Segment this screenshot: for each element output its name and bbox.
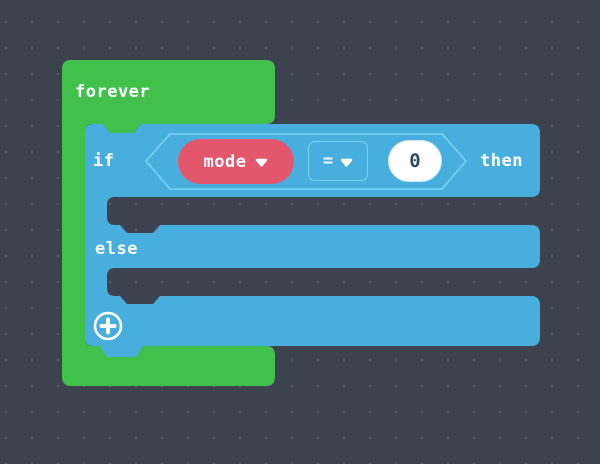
- forever-block-shape[interactable]: [62, 60, 275, 386]
- plus-in-circle-icon: [93, 311, 123, 341]
- if-label: if: [93, 151, 115, 171]
- else-label: else: [95, 239, 138, 259]
- dropdown-caret-icon: [255, 158, 268, 167]
- then-label: then: [480, 151, 523, 171]
- operator-dropdown[interactable]: =: [308, 141, 368, 181]
- forever-label: forever: [75, 82, 151, 102]
- variable-dropdown[interactable]: mode: [178, 139, 294, 184]
- variable-dropdown-label: mode: [203, 151, 247, 172]
- number-value: 0: [409, 150, 421, 172]
- expand-if-button[interactable]: [93, 311, 123, 341]
- operator-dropdown-label: =: [322, 151, 334, 171]
- number-input-field[interactable]: 0: [388, 140, 442, 182]
- dropdown-caret-icon: [340, 158, 353, 167]
